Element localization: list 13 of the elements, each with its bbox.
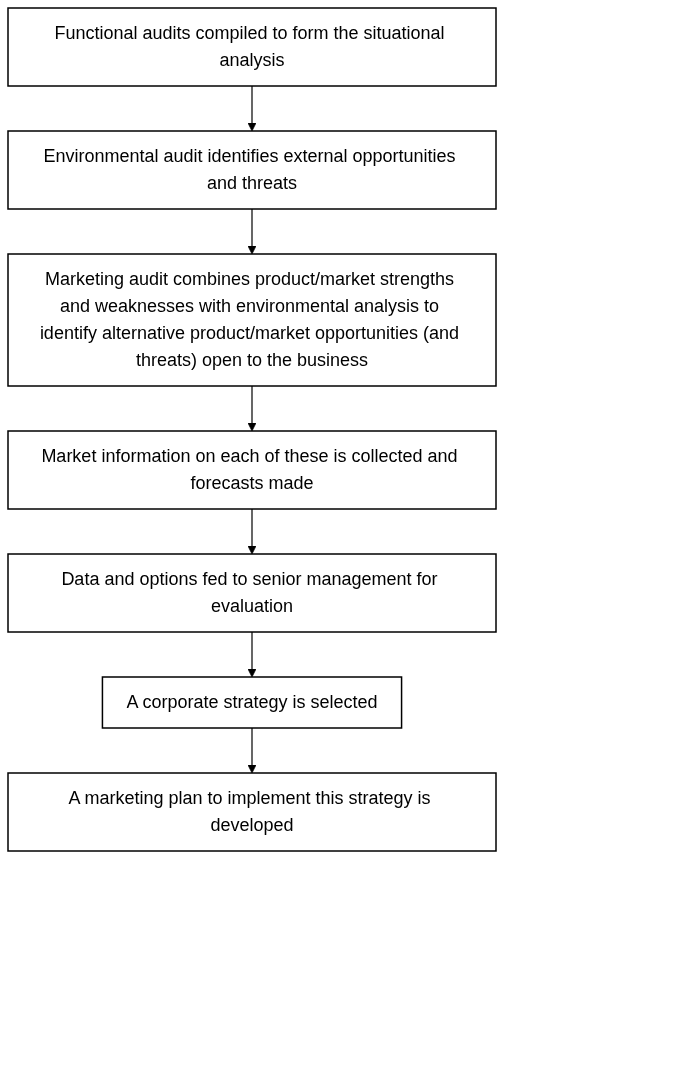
arrow (247, 85, 257, 132)
node-box: A corporate strategy is selected (101, 676, 403, 729)
arrow (247, 385, 257, 432)
node-box: Data and options fed to senior management for evaluation (7, 553, 497, 633)
arrow (247, 508, 257, 555)
node-box: Functional audits compiled to form the situational analysis (7, 7, 497, 87)
node-box: Market information on each of these is collected and forecasts made (7, 430, 497, 510)
arrow (247, 631, 257, 678)
node-box: Marketing audit combines product/market strengths and weaknesses with environmental analysis to identify alternative product/market opportunities (and threats) open to the business (7, 253, 497, 387)
node-box: Environmental audit identifies external opportunities and threats (7, 130, 497, 210)
node-box: A marketing plan to implement this strategy is developed (7, 772, 497, 852)
arrow (247, 208, 257, 255)
arrow (247, 727, 257, 774)
